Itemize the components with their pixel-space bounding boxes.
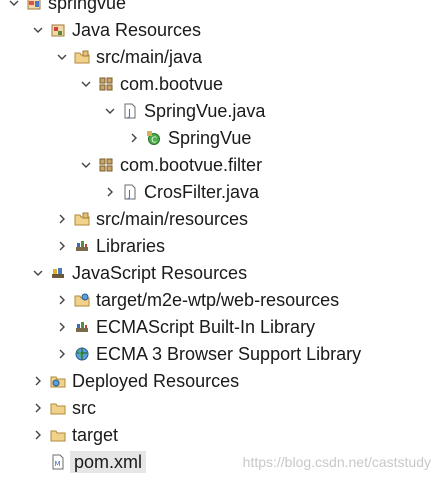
chevron-down-icon[interactable] (78, 76, 94, 92)
chevron-down-icon[interactable] (30, 265, 46, 281)
chevron-down-icon[interactable] (78, 157, 94, 173)
java-file-icon: J (122, 103, 138, 119)
tree-item-deployed-resources[interactable]: Deployed Resources (0, 367, 441, 394)
no-twisty (30, 454, 46, 470)
tree-item-package-com-bootvue-filter[interactable]: com.bootvue.filter (0, 151, 441, 178)
library-icon (74, 238, 90, 254)
class-icon: C (146, 130, 162, 146)
source-folder-icon (74, 49, 90, 65)
chevron-right-icon[interactable] (54, 292, 70, 308)
deployed-icon (50, 373, 66, 389)
tree-item-file-crosfilter-java[interactable]: J CrosFilter.java (0, 178, 441, 205)
tree-item-label: ECMA 3 Browser Support Library (96, 343, 362, 364)
tree-item-label: src/main/java (96, 46, 203, 67)
tree-item-label: pom.xml (70, 450, 147, 473)
chevron-down-icon[interactable] (102, 103, 118, 119)
tree-item-ecma3-browser-library[interactable]: ECMA 3 Browser Support Library (0, 340, 441, 367)
chevron-right-icon[interactable] (30, 373, 46, 389)
java-file-icon: J (122, 184, 138, 200)
tree-item-package-com-bootvue[interactable]: com.bootvue (0, 70, 441, 97)
tree-item-label: JavaScript Resources (72, 262, 248, 283)
chevron-down-icon[interactable] (54, 49, 70, 65)
tree-item-java-resources[interactable]: Java Resources (0, 16, 441, 43)
package-icon (98, 157, 114, 173)
globe-icon (74, 346, 90, 362)
tree-item-file-springvue-java[interactable]: J SpringVue.java (0, 97, 441, 124)
project-icon (26, 0, 42, 11)
chevron-down-icon[interactable] (6, 0, 22, 11)
package-icon (98, 76, 114, 92)
chevron-down-icon[interactable] (30, 22, 46, 38)
chevron-right-icon[interactable] (30, 427, 46, 443)
svg-text:M: M (55, 460, 61, 468)
chevron-right-icon[interactable] (54, 211, 70, 227)
tree-item-label: com.bootvue (120, 73, 224, 94)
chevron-right-icon[interactable] (54, 238, 70, 254)
tree-item-label: target/m2e-wtp/web-resources (96, 289, 340, 310)
folder-icon (50, 427, 66, 443)
tree-item-web-resources[interactable]: target/m2e-wtp/web-resources (0, 286, 441, 313)
tree-item-label: Deployed Resources (72, 370, 240, 391)
chevron-right-icon[interactable] (126, 130, 142, 146)
tree-item-libraries[interactable]: Libraries (0, 232, 441, 259)
tree-item-label: target (72, 424, 119, 445)
chevron-right-icon[interactable] (30, 400, 46, 416)
tree-item-label: springvue (48, 0, 127, 13)
js-library-icon (50, 265, 66, 281)
tree-item-folder-target[interactable]: target (0, 421, 441, 448)
tree-item-class-springvue[interactable]: C SpringVue (0, 124, 441, 151)
web-folder-icon (74, 292, 90, 308)
tree-item-project-springvue[interactable]: springvue (0, 0, 441, 16)
tree-item-label: SpringVue (168, 127, 252, 148)
chevron-right-icon[interactable] (54, 346, 70, 362)
tree-item-label: CrosFilter.java (144, 181, 260, 202)
chevron-right-icon[interactable] (54, 319, 70, 335)
tree-item-label: Libraries (96, 235, 166, 256)
tree-item-label: SpringVue.java (144, 100, 266, 121)
tree-item-label: com.bootvue.filter (120, 154, 263, 175)
chevron-right-icon[interactable] (102, 184, 118, 200)
svg-text:C: C (151, 135, 157, 144)
tree-item-label: Java Resources (72, 19, 202, 40)
tree-item-javascript-resources[interactable]: JavaScript Resources (0, 259, 441, 286)
tree-item-src-main-java[interactable]: src/main/java (0, 43, 441, 70)
watermark: https://blog.csdn.net/caststudy (242, 454, 431, 470)
tree-item-ecmascript-builtin-library[interactable]: ECMAScript Built-In Library (0, 313, 441, 340)
tree-item-folder-src[interactable]: src (0, 394, 441, 421)
source-folder-icon (74, 211, 90, 227)
library-icon (74, 319, 90, 335)
tree-item-label: ECMAScript Built-In Library (96, 316, 316, 337)
folder-icon (50, 400, 66, 416)
svg-text:J: J (127, 108, 131, 119)
tree-item-src-main-resources[interactable]: src/main/resources (0, 205, 441, 232)
tree-item-label: src (72, 397, 96, 418)
xml-file-icon: M (50, 454, 66, 470)
svg-text:J: J (127, 189, 131, 200)
java-resources-icon (50, 22, 66, 38)
tree-item-label: src/main/resources (96, 208, 249, 229)
